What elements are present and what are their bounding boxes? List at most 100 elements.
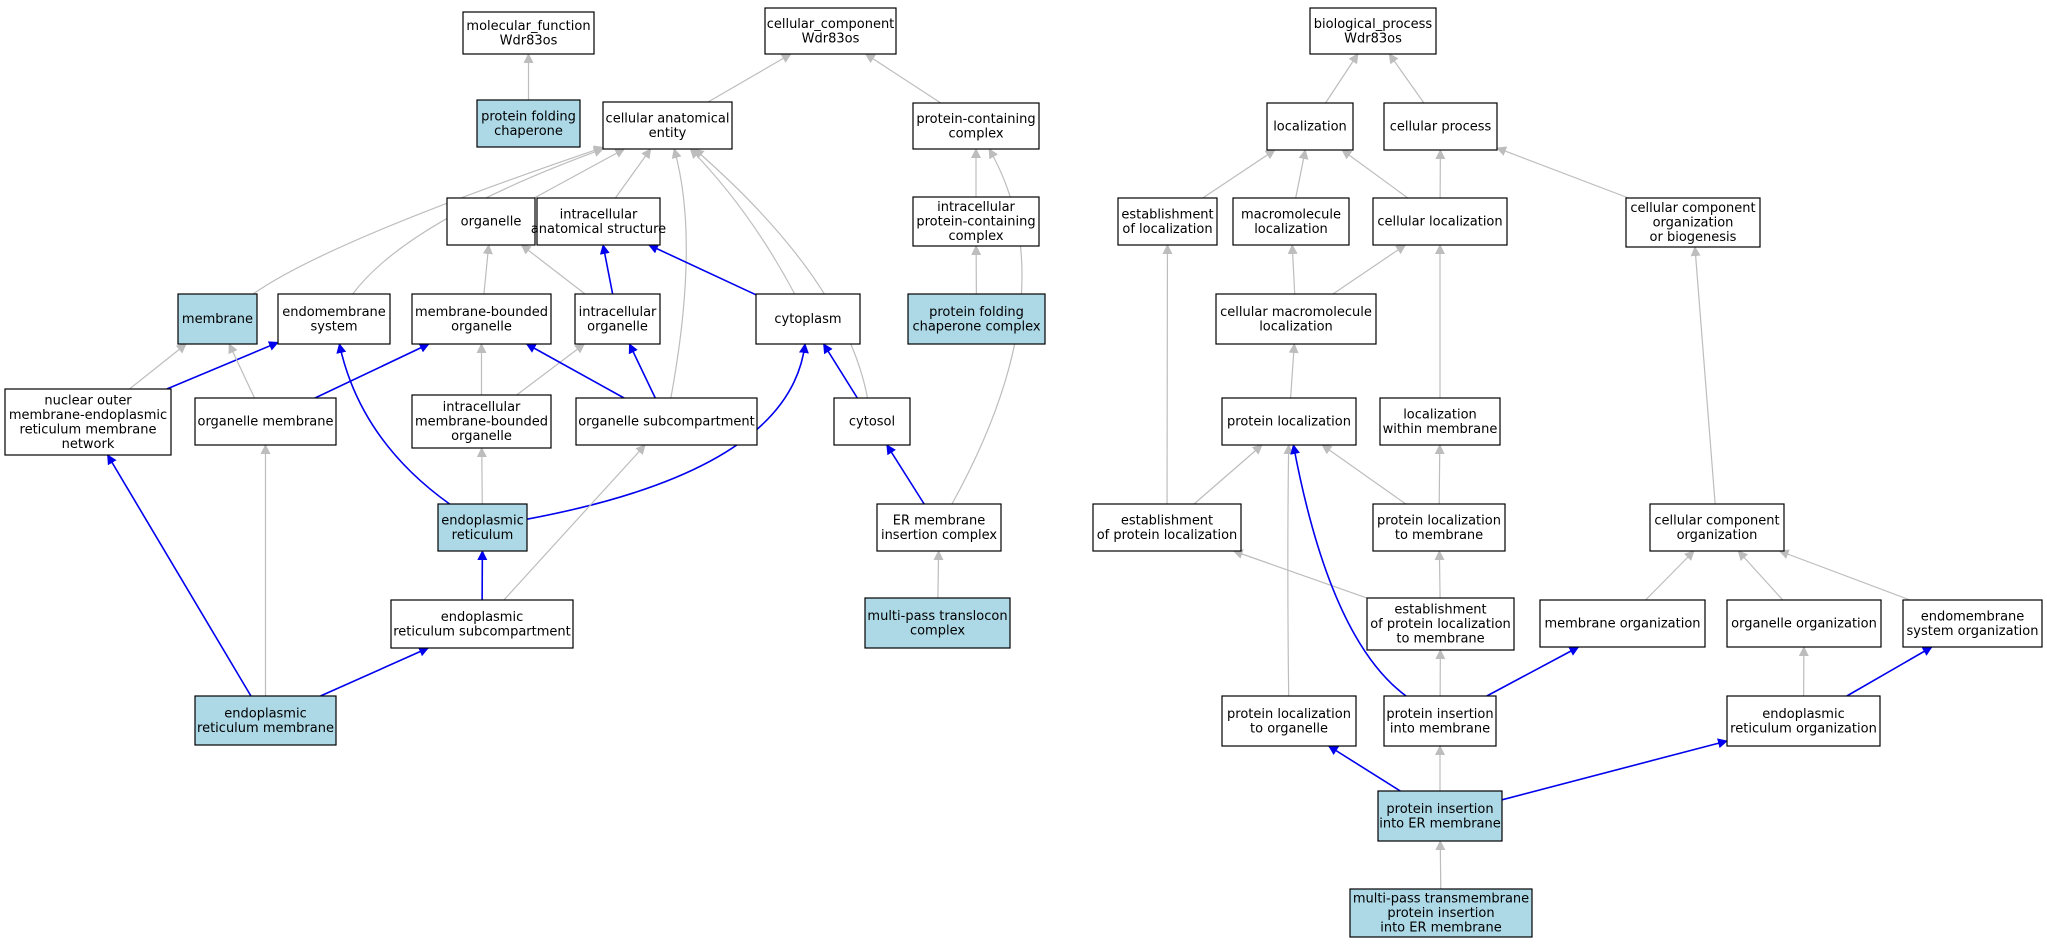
node-pl[interactable]: protein localization bbox=[1221, 397, 1357, 446]
node-cl[interactable]: cellular localization bbox=[1372, 197, 1508, 246]
node-cytosol[interactable]: cytosol bbox=[833, 397, 911, 446]
node-label-line: molecular_function bbox=[466, 19, 590, 34]
edge-cae-to-cc bbox=[707, 53, 792, 103]
edge-loc-to-bp bbox=[1324, 53, 1359, 104]
edge-pltm-to-lwm bbox=[1434, 444, 1445, 505]
node-box bbox=[446, 197, 536, 246]
node-cyto[interactable]: cytoplasm bbox=[755, 293, 861, 345]
edge-cytosol-to-cae bbox=[693, 148, 869, 399]
edge-osc-to-cae bbox=[670, 148, 687, 399]
node-label-line: organelle bbox=[451, 429, 512, 444]
nodes-layer: molecular_functionWdr83oscellular_compon… bbox=[4, 7, 2043, 938]
node-label-line: organization bbox=[1677, 528, 1758, 543]
node-loc[interactable]: localization bbox=[1266, 102, 1354, 151]
node-label-line: organelle subcompartment bbox=[578, 415, 755, 430]
node-box bbox=[1309, 7, 1437, 55]
edge-pcc-to-cc bbox=[864, 53, 942, 104]
edge-mptc-to-ermic bbox=[933, 550, 944, 599]
edge-io-to-org bbox=[520, 244, 586, 295]
node-box bbox=[476, 99, 581, 148]
node-mo[interactable]: membrane organization bbox=[1539, 599, 1706, 648]
node-cp[interactable]: cellular process bbox=[1383, 102, 1498, 151]
edge-io-to-ias bbox=[599, 244, 614, 295]
edges-layer bbox=[106, 53, 1933, 890]
node-box bbox=[1366, 597, 1515, 651]
node-box bbox=[1221, 695, 1357, 747]
node-box bbox=[575, 397, 758, 446]
node-label-line: to membrane bbox=[1395, 528, 1483, 543]
node-label-line: protein insertion bbox=[1386, 707, 1493, 722]
node-label-line: complex bbox=[948, 229, 1003, 244]
node-label-line: localization bbox=[1403, 407, 1477, 422]
node-label-line: cytoplasm bbox=[774, 312, 841, 327]
node-label-line: or biogenesis bbox=[1650, 230, 1737, 245]
node-label-line: protein folding bbox=[481, 109, 576, 124]
node-box bbox=[1117, 197, 1218, 246]
edge-oo-to-cco bbox=[1737, 550, 1784, 601]
node-mem[interactable]: membrane bbox=[177, 293, 258, 345]
node-label-line: chaperone bbox=[494, 124, 563, 139]
edge-cytosol-to-cyto bbox=[822, 343, 859, 399]
node-nom[interactable]: nuclear outermembrane-endoplasmicreticul… bbox=[4, 388, 172, 456]
node-box bbox=[1372, 503, 1506, 552]
node-label-line: organelle organization bbox=[1731, 617, 1877, 632]
node-om[interactable]: organelle membrane bbox=[194, 397, 337, 446]
node-label-line: into ER membrane bbox=[1379, 816, 1501, 831]
node-label-line: reticulum organization bbox=[1730, 721, 1877, 736]
node-osc[interactable]: organelle subcompartment bbox=[575, 397, 758, 446]
node-box bbox=[1215, 293, 1377, 345]
edge-nom-to-mem bbox=[129, 343, 187, 390]
edge-pim-to-mo bbox=[1486, 646, 1580, 697]
edge-pl-to-cml bbox=[1288, 343, 1299, 399]
edge-ems-to-cae bbox=[352, 147, 604, 295]
edge-org-to-cae bbox=[533, 148, 626, 199]
node-label-line: Wdr83os bbox=[1344, 31, 1402, 46]
node-box bbox=[1221, 397, 1357, 446]
node-label-line: nuclear outer bbox=[44, 393, 132, 408]
edge-cml-to-mml bbox=[1287, 244, 1298, 295]
node-label-line: complex bbox=[910, 623, 965, 638]
node-box bbox=[177, 293, 258, 345]
edge-mml-to-loc bbox=[1295, 149, 1309, 199]
node-box bbox=[912, 196, 1040, 247]
edge-epltm-to-pltm bbox=[1434, 550, 1445, 599]
edge-pier-to-ero bbox=[1501, 738, 1728, 801]
node-box bbox=[876, 503, 1002, 552]
node-org[interactable]: organelle bbox=[446, 197, 536, 246]
node-label-line: cellular process bbox=[1390, 120, 1492, 135]
node-oo[interactable]: organelle organization bbox=[1726, 599, 1882, 648]
